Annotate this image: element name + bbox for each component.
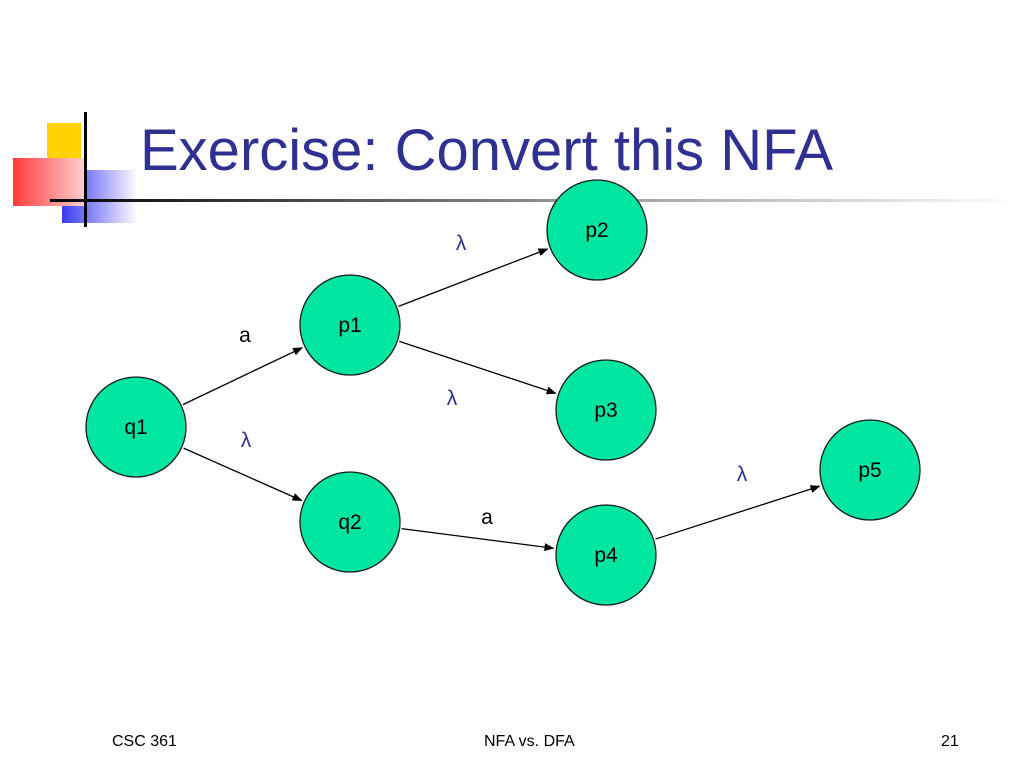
transition-label-p1-p2: λ <box>456 232 467 255</box>
footer-page-number: 21 <box>941 733 959 750</box>
state-p1: p1 <box>299 274 401 376</box>
transition-arrow-p1-p2 <box>398 248 549 307</box>
transition-label-p4-p5: λ <box>737 463 748 486</box>
transition-arrow-p1-p3 <box>399 340 557 395</box>
state-circle-q1 <box>85 376 187 478</box>
state-label-q2: q2 <box>338 511 361 534</box>
state-circle-p3 <box>555 359 657 461</box>
transition-arrow-p4-p5 <box>655 485 821 540</box>
state-circle-q2 <box>299 471 401 573</box>
state-label-p1: p1 <box>338 314 361 337</box>
transition-label-q1-q2: λ <box>241 429 252 452</box>
state-label-p3: p3 <box>594 399 617 422</box>
transition-arrow-q1-p1 <box>182 347 304 406</box>
state-label-p5: p5 <box>858 459 881 482</box>
state-label-p4: p4 <box>594 544 618 567</box>
transition-arrow-q1-q2 <box>183 447 303 502</box>
transition-label-q1-p1: a <box>239 324 251 347</box>
corner-decoration <box>13 112 1024 227</box>
state-label-q1: q1 <box>124 416 147 439</box>
footer-course: CSC 361 <box>112 733 177 750</box>
state-q1: q1 <box>85 376 187 478</box>
states-layer: q1 p1 q2 p2 p3 p4 p5 <box>85 179 921 606</box>
state-p2: p2 <box>546 179 648 281</box>
title-underline <box>50 199 1024 202</box>
transition-label-q2-p4: a <box>481 506 493 529</box>
state-circle-p4 <box>555 504 657 606</box>
transition-arrow-q2-p4 <box>401 528 555 552</box>
state-circle-p1 <box>299 274 401 376</box>
slide-title: Exercise: Convert this NFA <box>140 118 833 183</box>
state-circle-p2 <box>546 179 648 281</box>
state-q2: q2 <box>299 471 401 573</box>
footer-topic: NFA vs. DFA <box>484 733 575 750</box>
deco-vertical-line <box>84 112 87 227</box>
state-p5: p5 <box>819 419 921 521</box>
state-label-p2: p2 <box>585 219 608 242</box>
transition-label-p1-p3: λ <box>447 387 458 410</box>
transitions-layer <box>182 248 821 552</box>
state-p4: p4 <box>555 504 657 606</box>
state-circle-p5 <box>819 419 921 521</box>
state-p3: p3 <box>555 359 657 461</box>
deco-red-square <box>13 158 85 206</box>
transition-labels-layer: a λ λ λ a λ <box>239 232 748 529</box>
